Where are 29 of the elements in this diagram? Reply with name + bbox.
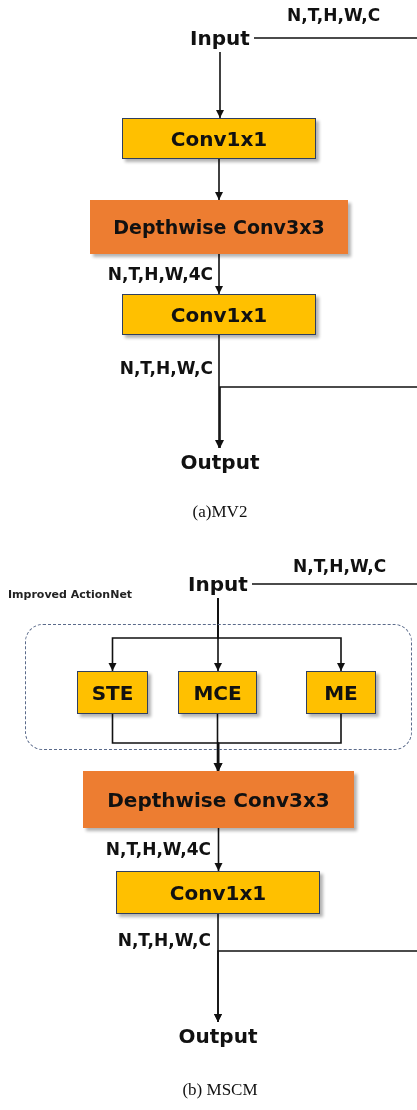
process-box: Depthwise Conv3x3 <box>90 200 348 254</box>
process-box: ME <box>306 671 376 714</box>
edge-label: N,T,H,W,C <box>118 358 214 378</box>
module-heading: Improved ActionNet <box>8 588 133 601</box>
arrow <box>214 827 223 872</box>
edge-label: N,T,H,W,4C <box>106 264 214 284</box>
process-box: Conv1x1 <box>116 871 320 914</box>
figure-caption: (b) MSCM <box>182 1080 258 1100</box>
process-box: STE <box>77 671 148 714</box>
arrow <box>217 597 345 672</box>
edge-label: N,T,H,W,C <box>116 930 212 950</box>
terminal-label: Input <box>184 570 252 598</box>
figure-caption: (a)MV2 <box>192 502 248 522</box>
edge-label: N,T,H,W,C <box>286 5 382 25</box>
arrow <box>216 37 417 449</box>
arrow <box>215 253 223 295</box>
edge-label: N,T,H,W,4C <box>104 839 212 859</box>
terminal-label: Output <box>174 1022 262 1050</box>
process-box: Conv1x1 <box>122 294 316 335</box>
terminal-label: Input <box>186 24 254 52</box>
edge-label: N,T,H,W,C <box>292 556 388 576</box>
process-box: Depthwise Conv3x3 <box>83 771 354 828</box>
process-box: MCE <box>178 671 257 714</box>
arrow <box>215 334 223 449</box>
arrow <box>214 583 417 1023</box>
arrow <box>216 51 224 119</box>
process-box: Conv1x1 <box>122 118 316 159</box>
arrow <box>215 158 223 201</box>
terminal-label: Output <box>176 448 264 476</box>
